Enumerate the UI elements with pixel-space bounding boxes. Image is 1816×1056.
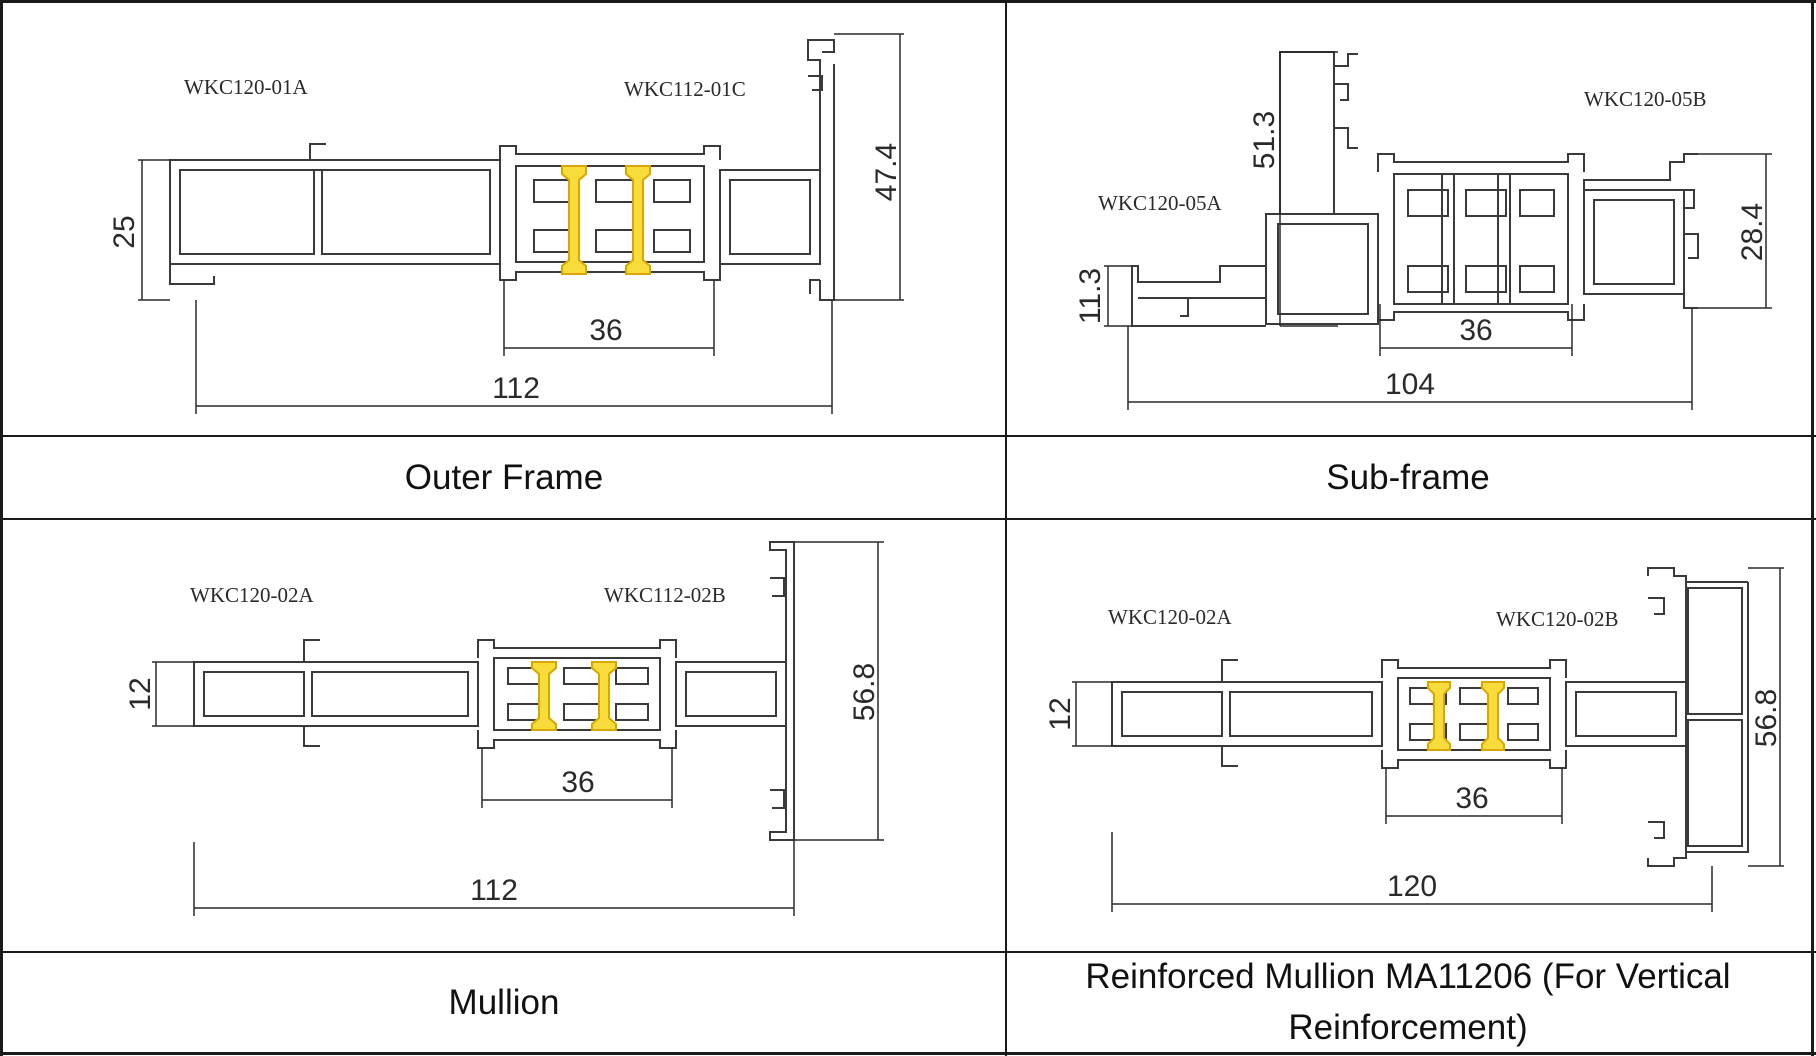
outer-frame-drawing: WKC120-01A WKC112-01C 25 47.4 36 112: [4, 4, 1004, 434]
part-code-left: WKC120-02A: [1108, 605, 1232, 629]
part-code-right: WKC120-05B: [1584, 87, 1707, 111]
mullion-drawing: WKC120-02A WKC112-02B 12 56.8 36 112: [4, 522, 1004, 950]
reinforced-mullion-drawing: WKC120-02A WKC120-02B 12 56.8 36 120: [1008, 522, 1808, 950]
grid-column-divider: [1005, 0, 1007, 1056]
grid-row-divider-1: [0, 435, 1816, 437]
grid-border-bottom: [0, 1052, 1816, 1055]
caption-sub-frame: Sub-frame: [1326, 457, 1490, 497]
caption-reinforced-mullion: Reinforced Mullion MA11206 (For Vertical…: [1085, 957, 1731, 1047]
part-code-left: WKC120-01A: [184, 75, 308, 99]
part-code-right: WKC112-02B: [604, 583, 726, 607]
grid-row-divider-2: [0, 518, 1816, 520]
dimension-height-left: 12: [1044, 697, 1077, 730]
part-code-right: WKC112-01C: [624, 77, 746, 101]
grid-row-divider-3: [0, 951, 1816, 953]
dimension-flange-height: 51.3: [1248, 111, 1281, 169]
dimension-height-right: 56.8: [848, 663, 881, 721]
dimension-thermal-width: 36: [561, 766, 594, 799]
dimension-height-left: 12: [124, 677, 157, 710]
caption-mullion: Mullion: [448, 982, 560, 1022]
part-code-left: WKC120-02A: [190, 583, 314, 607]
sub-frame-drawing: WKC120-05A WKC120-05B 51.3 11.3 28.4 36 …: [1008, 4, 1808, 434]
dimension-thermal-width: 36: [1459, 314, 1492, 347]
grid-border-right: [1811, 0, 1814, 1056]
dimension-height-right: 28.4: [1736, 203, 1769, 261]
part-code-left: WKC120-05A: [1098, 191, 1222, 215]
dimension-height-left: 25: [108, 215, 141, 248]
dimension-height-right: 47.4: [870, 143, 903, 201]
dimension-total-width: 112: [470, 874, 518, 907]
grid-border-left: [0, 0, 3, 1056]
dimension-sill-height: 11.3: [1074, 268, 1107, 324]
caption-outer-frame: Outer Frame: [404, 457, 604, 497]
dimension-total-width: 104: [1385, 368, 1435, 401]
dimension-total-width: 112: [492, 372, 540, 405]
grid-border-top: [0, 0, 1816, 3]
dimension-height-right: 56.8: [1750, 689, 1783, 747]
dimension-thermal-width: 36: [589, 314, 622, 347]
dimension-thermal-width: 36: [1455, 782, 1488, 815]
part-code-right: WKC120-02B: [1496, 607, 1619, 631]
dimension-total-width: 120: [1387, 870, 1437, 903]
